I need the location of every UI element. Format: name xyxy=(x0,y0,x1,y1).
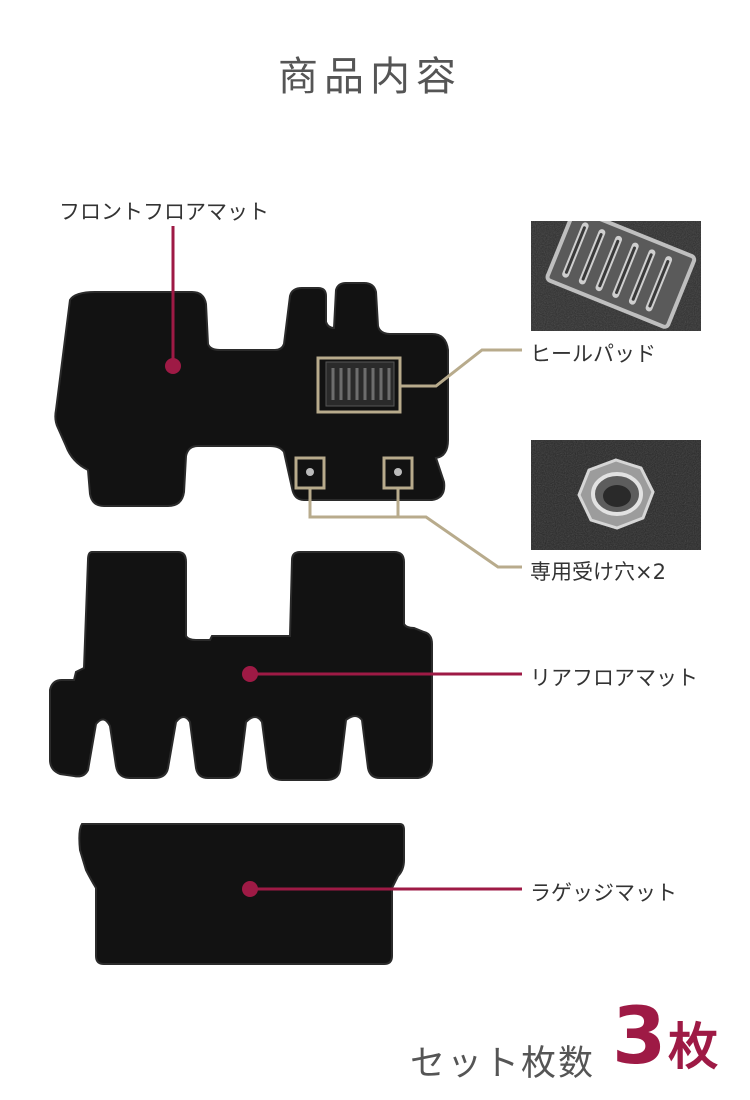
front-floor-mat-label: フロントフロアマット xyxy=(59,200,269,224)
luggage-mat-marker xyxy=(242,881,258,897)
accent-leaders xyxy=(165,226,522,897)
fixing-hole-left xyxy=(306,468,314,476)
heel-pad-label: ヒールパッド xyxy=(530,342,656,366)
rear-floor-mat-label: リアフロアマット xyxy=(530,666,698,690)
heel-pad xyxy=(325,361,395,407)
fixing-hole-right xyxy=(394,468,402,476)
beige-leaders xyxy=(294,348,522,569)
front-floor-mat xyxy=(54,282,449,507)
heel-pad-closeup xyxy=(531,221,701,331)
fixing-hole-closeup xyxy=(531,440,701,550)
front-mat-marker xyxy=(165,358,181,374)
luggage-mat-label: ラゲッジマット xyxy=(530,881,677,905)
rear-floor-mat xyxy=(49,551,433,781)
set-count-unit: 枚 xyxy=(668,1018,718,1076)
fixing-holes-label: 専用受け穴×2 xyxy=(530,560,666,584)
set-count-label: セット枚数 xyxy=(410,1044,596,1084)
page-title: 商品内容 xyxy=(278,54,462,100)
rear-mat-marker xyxy=(242,666,258,682)
set-count-value: 3 xyxy=(612,992,667,1082)
luggage-mat xyxy=(78,823,405,965)
